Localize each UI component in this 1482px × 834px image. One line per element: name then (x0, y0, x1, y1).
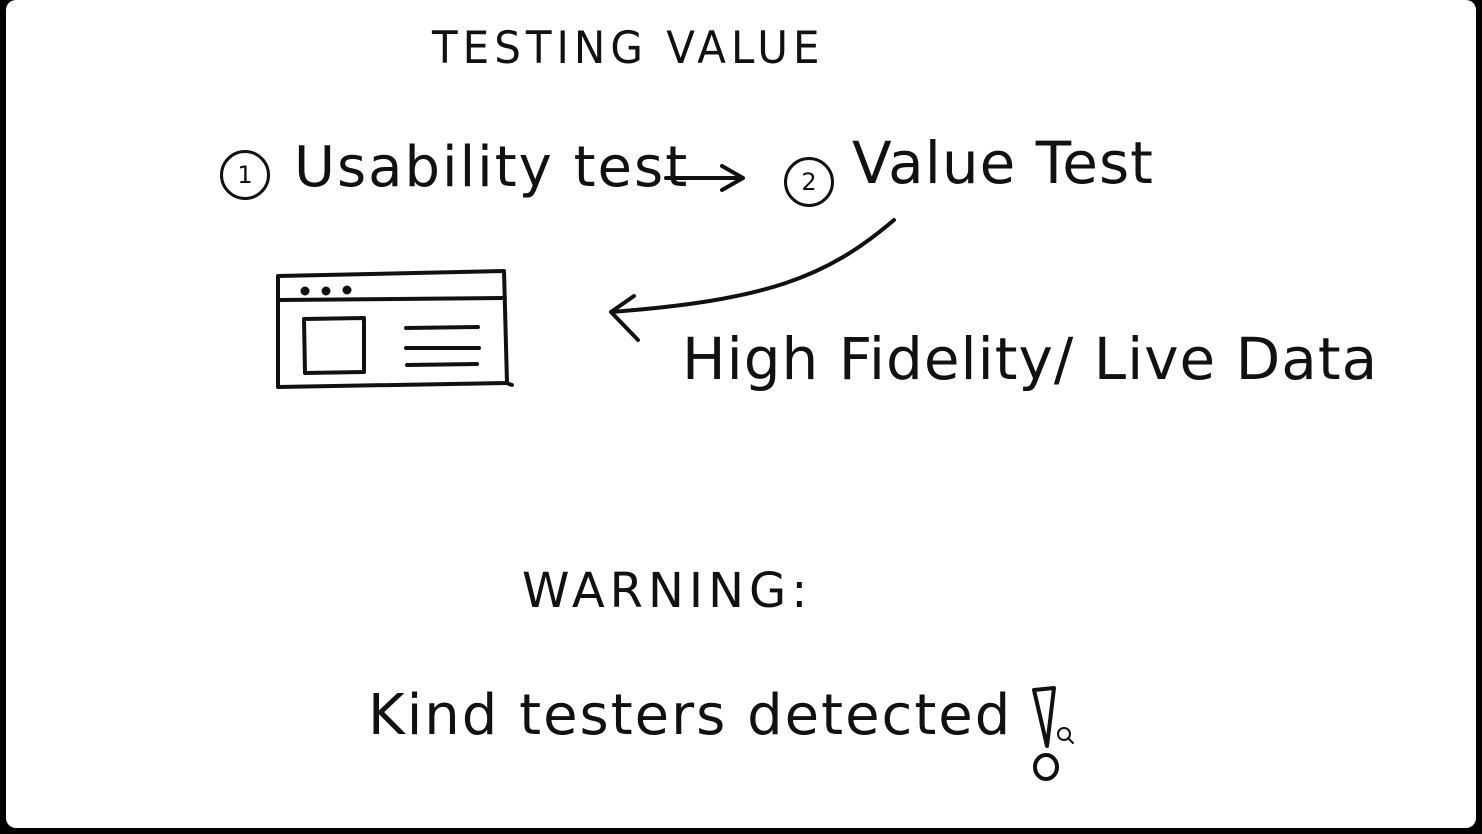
fidelity-annotation: High Fidelity/ Live Data (682, 325, 1379, 393)
whiteboard: TESTING VALUE 1 Usability test 2 Value T… (6, 0, 1476, 828)
browser-window-icon (276, 269, 514, 389)
step-1-label: Usability test (294, 135, 690, 200)
warning-message: Kind testers detected (368, 683, 1013, 748)
cursor-icon (1057, 727, 1074, 744)
step-1-number: 1 (220, 150, 270, 200)
warning-heading: WARNING: (522, 563, 813, 619)
exclamation-mark-icon (1032, 686, 1059, 781)
step-2-label: Value Test (852, 129, 1154, 197)
sketch-title: TESTING VALUE (432, 21, 825, 74)
curved-arrow-icon (609, 218, 896, 342)
step-2-number: 2 (784, 157, 834, 207)
